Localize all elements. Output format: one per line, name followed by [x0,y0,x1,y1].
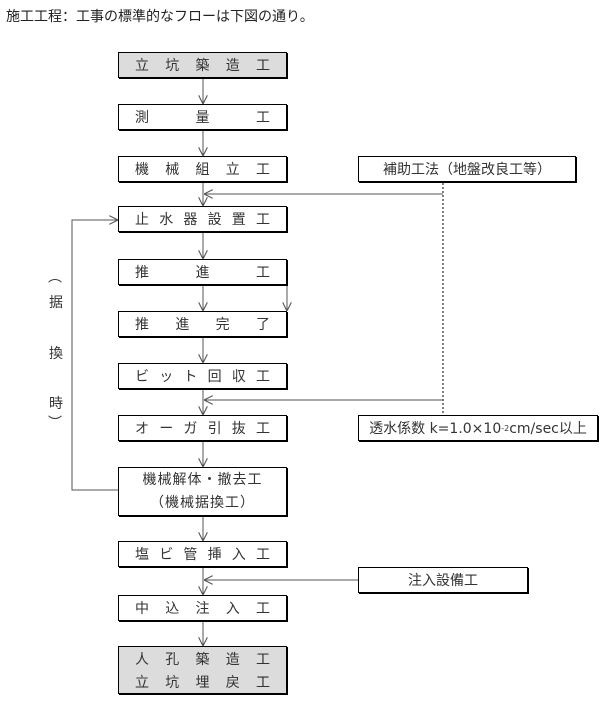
permeability-suffix: cm/sec以上 [509,421,587,437]
permeability-exponent: -2 [501,423,510,433]
label-char: ー [159,421,174,437]
label-char: ビ [159,547,174,563]
label-char: 塩 [135,547,149,563]
label-char: 止 [135,212,149,228]
label-char: 械 [165,162,180,178]
label-char: 収 [231,369,246,385]
label-char: 抜 [231,421,246,437]
label-char: オ [135,421,149,437]
loop-label-char: 据 [49,295,63,311]
label-char: 工 [256,674,270,691]
label-char: 推 [135,265,149,281]
label-char: ガ [183,421,198,437]
label-char: 管 [183,547,198,563]
label-char: 工 [255,547,270,563]
label-char: 工 [256,58,270,74]
step-auger-extraction: オーガ引抜工 [118,415,287,441]
label-char: 挿 [207,547,222,563]
label-char: 工 [256,651,270,668]
label-char: 了 [255,317,270,333]
step-pvc-pipe-insert: 塩ビ管挿入工 [118,541,287,567]
label-char: 入 [225,601,240,617]
reinstall-loop-arrow [71,220,118,491]
step-manhole-backfill: 人孔築造工 立坑埋戻工 [118,646,287,694]
label-char: 立 [135,58,149,74]
label-char: 器 [183,212,198,228]
label-char: 工 [255,212,270,228]
label-char: 中 [135,601,149,617]
label-char: 工 [255,421,270,437]
label-char: 進 [195,265,210,281]
label-char: 進 [175,317,190,333]
label-char: 引 [207,421,222,437]
label-char: 立 [135,674,149,691]
loop-label-close: ） [46,415,62,429]
label-char: 測 [135,110,149,126]
label-char: 坑 [165,674,180,691]
step-bit-recovery: ビット回収工 [118,363,287,389]
label-char: ッ [159,369,174,385]
label-char: 埋 [195,674,210,691]
label-char: 注 [195,601,210,617]
loop-label-char: 換 [49,346,63,362]
side-auxiliary-method: 補助工法（地盤改良工等） [358,156,576,182]
step-jacking-complete: 推進完了 [118,311,287,337]
side-injection-equipment: 注入設備工 [358,567,528,593]
step-survey: 測量工 [118,104,287,130]
label-char: 機 [135,162,149,178]
step-jacking: 推進工 [118,259,287,285]
label-char: 工 [256,110,270,126]
step-water-stop-install: 止水器設置工 [118,206,287,232]
label-char: ビ [135,369,149,385]
page-title: 施工工程：工事の標準的なフローは下図の通り。 [6,9,314,25]
label-char: 戻 [225,674,240,691]
label-char: 築 [195,651,210,668]
label-char: 造 [225,58,240,74]
step-machine-assembly: 機械組立工 [118,156,287,182]
step-grout-injection: 中込注入工 [118,595,287,621]
label-char: 置 [231,212,246,228]
label-char: 回 [207,369,222,385]
label-char: 量 [195,110,210,126]
permeability-prefix: 透水係数 k=1.0×10 [369,421,502,437]
label-char: 人 [135,651,149,668]
label-char: ト [183,369,198,385]
label-char: 組 [195,162,210,178]
label-char: 入 [231,547,246,563]
label-char: 築 [195,58,210,74]
label-char: 工 [256,162,270,178]
label-char: 工 [255,369,270,385]
label-char: 設 [207,212,222,228]
step-machine-dismantle: 機械解体・撤去工 （機械据換工） [118,467,287,516]
loop-label-char: 時 [49,396,63,412]
label-char: 工 [256,601,270,617]
label-char: 孔 [165,651,180,668]
loop-label-open: （ [46,269,62,283]
label-char: 坑 [165,58,180,74]
label-char: 工 [256,265,270,281]
label-char: 立 [225,162,240,178]
label-char: 造 [225,651,240,668]
label-char: 水 [159,212,174,228]
label-char: 込 [165,601,180,617]
step-shaft-construction: 立坑築造工 [118,52,287,78]
label-char: 推 [135,317,149,333]
label-char: 完 [215,317,230,333]
